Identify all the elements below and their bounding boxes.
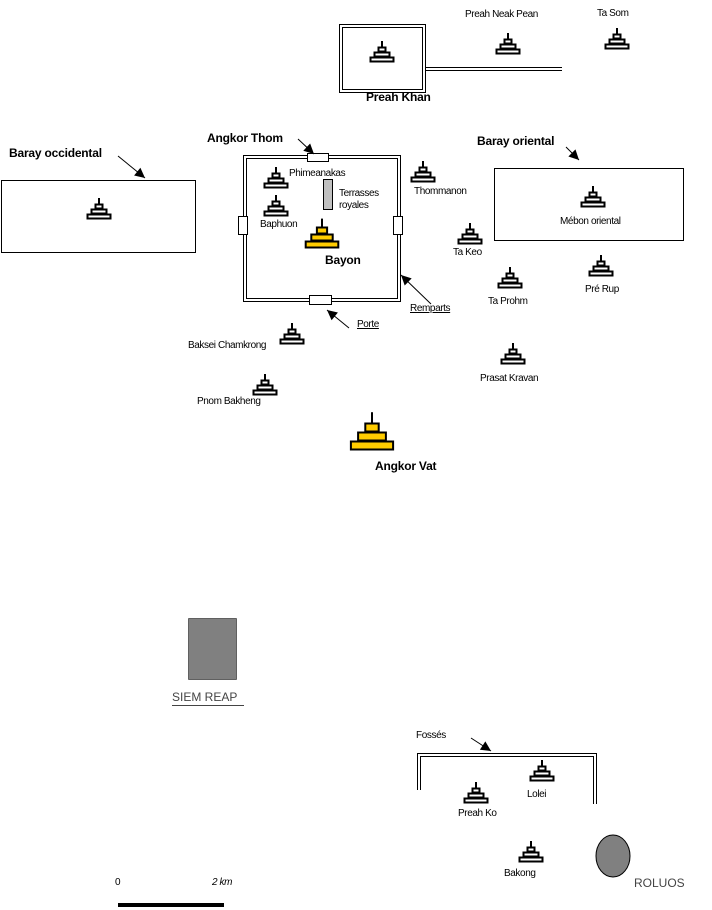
label-porte: Porte xyxy=(357,319,379,330)
label-pnom-bakheng: Pnom Bakheng xyxy=(197,396,261,407)
preah-khan-enclosure xyxy=(339,24,426,93)
roluos-marker xyxy=(595,834,631,878)
ta-keo-temple-icon xyxy=(457,223,483,245)
baphuon-temple-icon xyxy=(263,195,289,217)
label-bakong: Bakong xyxy=(504,868,536,879)
prasat-kravan-temple-icon xyxy=(500,343,526,365)
gate-east xyxy=(393,216,403,235)
preah-khan-temple-icon xyxy=(369,41,395,63)
siem-reap-marker xyxy=(188,618,237,680)
label-ta-som: Ta Som xyxy=(597,8,629,19)
terrasses-royales-marker xyxy=(323,179,333,210)
arrow-remparts xyxy=(400,274,432,305)
label-baray-oriental: Baray oriental xyxy=(477,134,555,148)
label-royales: royales xyxy=(339,200,369,211)
thommanon-temple-icon xyxy=(410,161,436,183)
lolei-temple-icon xyxy=(529,760,555,782)
arrow-fosses xyxy=(470,737,492,752)
bakong-temple-icon xyxy=(518,841,544,863)
pnom-bakheng-temple-icon xyxy=(252,374,278,396)
label-bayon: Bayon xyxy=(325,253,361,267)
scale-start-label: 0 xyxy=(115,877,121,888)
label-lolei: Lolei xyxy=(527,789,547,800)
preah-ko-temple-icon xyxy=(463,782,489,804)
label-baphuon: Baphuon xyxy=(260,219,298,230)
label-baray-occidental: Baray occidental xyxy=(9,146,102,160)
label-ta-prohm: Ta Prohm xyxy=(488,296,528,307)
ta-som-temple-icon xyxy=(604,28,630,50)
angkor-vat-temple-icon xyxy=(349,412,395,451)
phimeanakas-temple-icon xyxy=(263,167,289,189)
baray-oriental-reservoir xyxy=(494,168,684,241)
label-pre-rup: Pré Rup xyxy=(585,284,619,295)
arrow-baray-oriental xyxy=(565,146,580,161)
gate-west xyxy=(238,216,248,235)
baray-occidental-temple-icon xyxy=(86,198,112,220)
label-fosses: Fossés xyxy=(416,730,446,741)
label-terrasses: Terrasses xyxy=(339,188,379,199)
label-preah-neak-pean: Preah Neak Pean xyxy=(465,9,538,20)
label-siem-reap: SIEM REAP xyxy=(172,690,238,704)
bayon-temple-icon xyxy=(304,218,340,249)
scale-end-label: 2 km xyxy=(212,877,233,888)
label-prasat-kravan: Prasat Kravan xyxy=(480,373,539,384)
preah-khan-baray-line xyxy=(426,67,562,71)
label-thommanon: Thommanon xyxy=(414,186,467,197)
roluos-moat xyxy=(417,753,597,804)
label-phimeanakas: Phimeanakas xyxy=(289,168,346,179)
label-ta-keo: Ta Keo xyxy=(453,247,482,258)
mebon-oriental-temple-icon xyxy=(580,186,606,208)
baksei-chamkrong-temple-icon xyxy=(279,323,305,345)
scale-bar xyxy=(118,903,224,907)
gate-north xyxy=(307,153,329,162)
label-preah-khan: Preah Khan xyxy=(366,90,431,104)
label-baksei-chamkrong: Baksei Chamkrong xyxy=(188,340,267,351)
arrow-baray-occidental xyxy=(117,155,146,179)
ta-prohm-temple-icon xyxy=(497,267,523,289)
label-angkor-vat: Angkor Vat xyxy=(375,459,437,473)
label-roluos: ROLUOS xyxy=(634,876,685,890)
gate-south xyxy=(309,295,332,305)
baray-occidental-reservoir xyxy=(1,180,196,253)
arrow-porte xyxy=(326,309,350,329)
arrow-angkor-thom xyxy=(297,138,315,155)
label-remparts: Remparts xyxy=(410,303,451,314)
preah-neak-pean-temple-icon xyxy=(495,33,521,55)
label-angkor-thom: Angkor Thom xyxy=(207,131,283,145)
label-mebon-oriental: Mébon oriental xyxy=(560,216,621,227)
label-preah-ko: Preah Ko xyxy=(458,808,497,819)
pre-rup-temple-icon xyxy=(588,255,614,277)
